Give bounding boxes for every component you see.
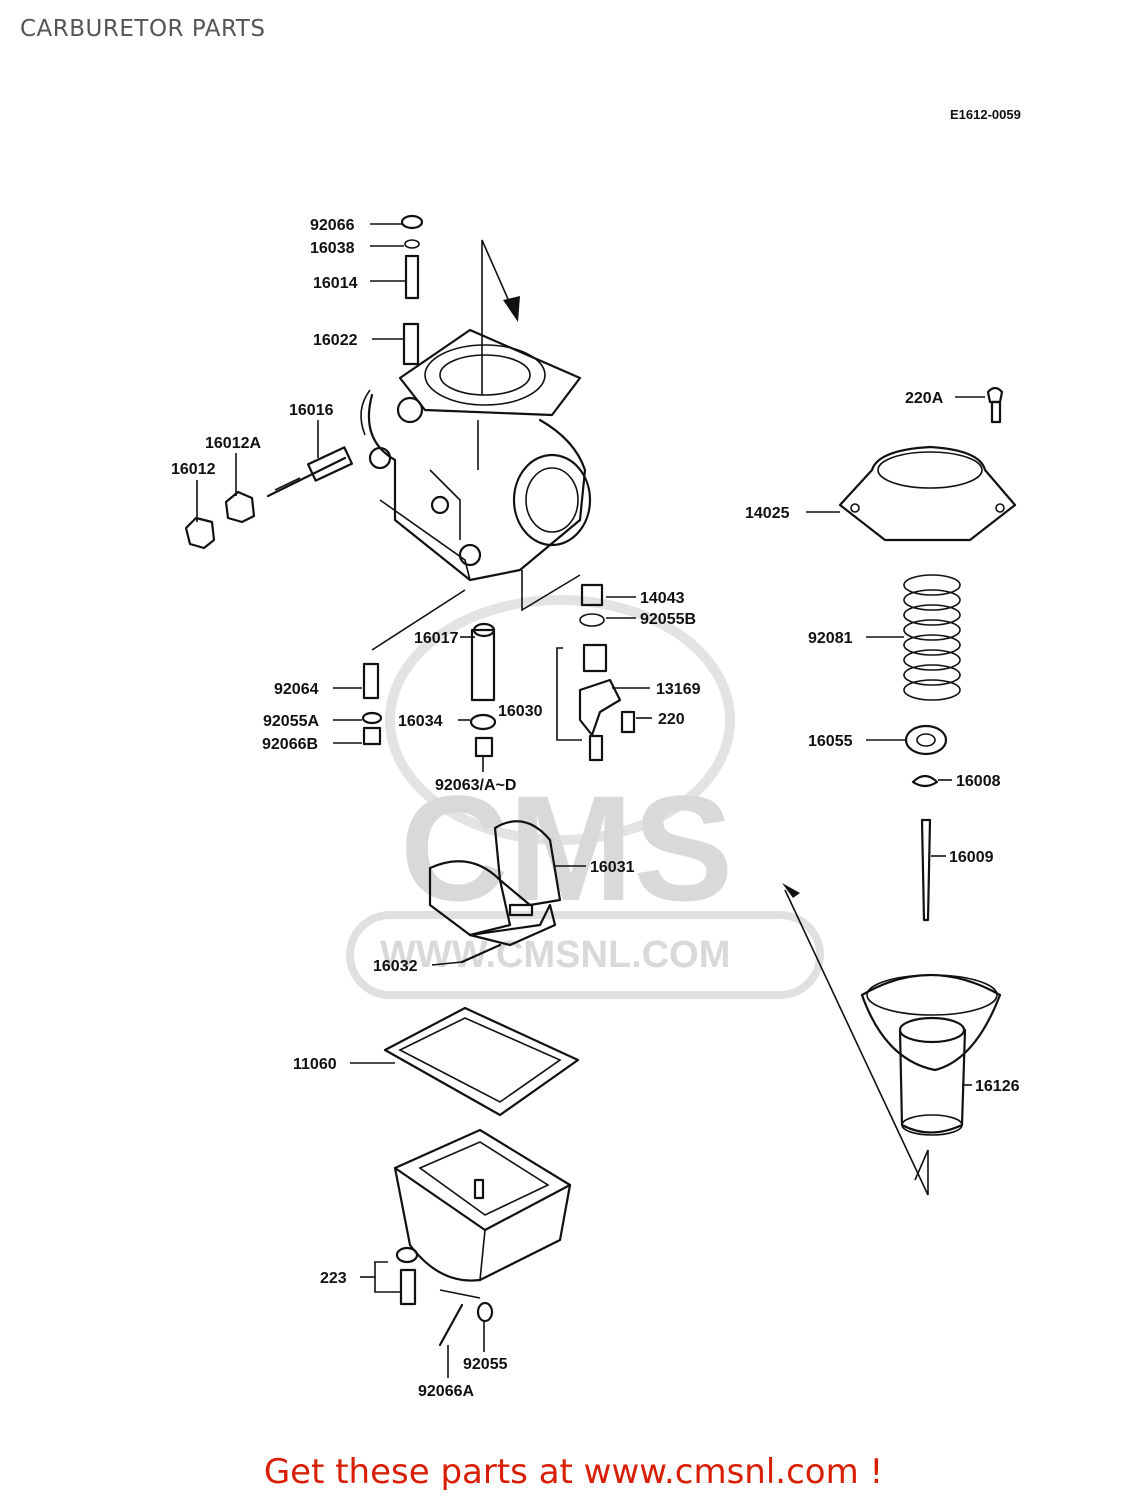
leader-lines xyxy=(196,223,985,1378)
callout-16030: 16030 xyxy=(498,703,543,720)
drain-screws xyxy=(360,1246,494,1347)
carburetor-exploded-diagram: CMS WWW.CMSNL.COM E1612-0059 xyxy=(171,107,1021,1400)
callout-16031: 16031 xyxy=(590,859,635,876)
callout-16022: 16022 xyxy=(313,332,358,349)
callout-92055: 92055 xyxy=(463,1356,508,1373)
pilot-screw-stack xyxy=(400,214,424,366)
watermark-logo-text: CMS xyxy=(400,764,733,932)
float-bowl-gasket xyxy=(383,1006,580,1117)
callout-16017: 16017 xyxy=(414,630,459,647)
callout-92081: 92081 xyxy=(808,630,853,647)
callout-14025: 14025 xyxy=(745,505,790,522)
callout-16055: 16055 xyxy=(808,733,853,750)
callout-16008: 16008 xyxy=(956,773,1001,790)
watermark-url-text: WWW.CMSNL.COM xyxy=(380,934,730,976)
callout-labels: 92066 16038 16014 16022 16016 16012A 160… xyxy=(171,217,1020,1400)
callout-16012a: 16012A xyxy=(205,435,261,452)
callout-92066: 92066 xyxy=(310,217,355,234)
callout-16034: 16034 xyxy=(398,713,443,730)
callout-16038: 16038 xyxy=(310,240,355,257)
callout-16126: 16126 xyxy=(975,1078,1020,1095)
callout-92055b: 92055B xyxy=(640,611,696,628)
callout-92064: 92064 xyxy=(274,681,319,698)
page-title: CARBURETOR PARTS xyxy=(20,16,266,42)
callout-16016: 16016 xyxy=(289,402,334,419)
diaphragm-stack xyxy=(782,386,1017,1196)
float-bowl xyxy=(393,1128,572,1282)
callout-220a: 220A xyxy=(905,390,944,407)
callout-92055a: 92055A xyxy=(263,713,319,730)
callout-14043: 14043 xyxy=(640,590,685,607)
callout-16014: 16014 xyxy=(313,275,358,292)
callout-16012: 16012 xyxy=(171,461,216,478)
callout-13169: 13169 xyxy=(656,681,701,698)
callout-92063: 92063/A~D xyxy=(435,777,516,794)
float-assembly xyxy=(428,820,562,964)
jet-cluster xyxy=(361,570,636,762)
cmsnl-watermark: CMS WWW.CMSNL.COM xyxy=(346,595,824,999)
spring-coils xyxy=(903,574,961,701)
callout-92066a: 92066A xyxy=(418,1383,474,1400)
callout-16032: 16032 xyxy=(373,958,418,975)
throttle-stop-assembly xyxy=(184,446,354,550)
callout-220: 220 xyxy=(658,711,685,728)
callout-223: 223 xyxy=(320,1270,347,1287)
footer-cta-link[interactable]: Get these parts at www.cmsnl.com ! xyxy=(263,1452,884,1492)
figure-code: E1612-0059 xyxy=(950,107,1021,122)
callout-16009: 16009 xyxy=(949,849,994,866)
carburetor-body xyxy=(360,328,592,582)
callout-11060: 11060 xyxy=(293,1056,337,1073)
callout-92066b: 92066B xyxy=(262,736,318,753)
